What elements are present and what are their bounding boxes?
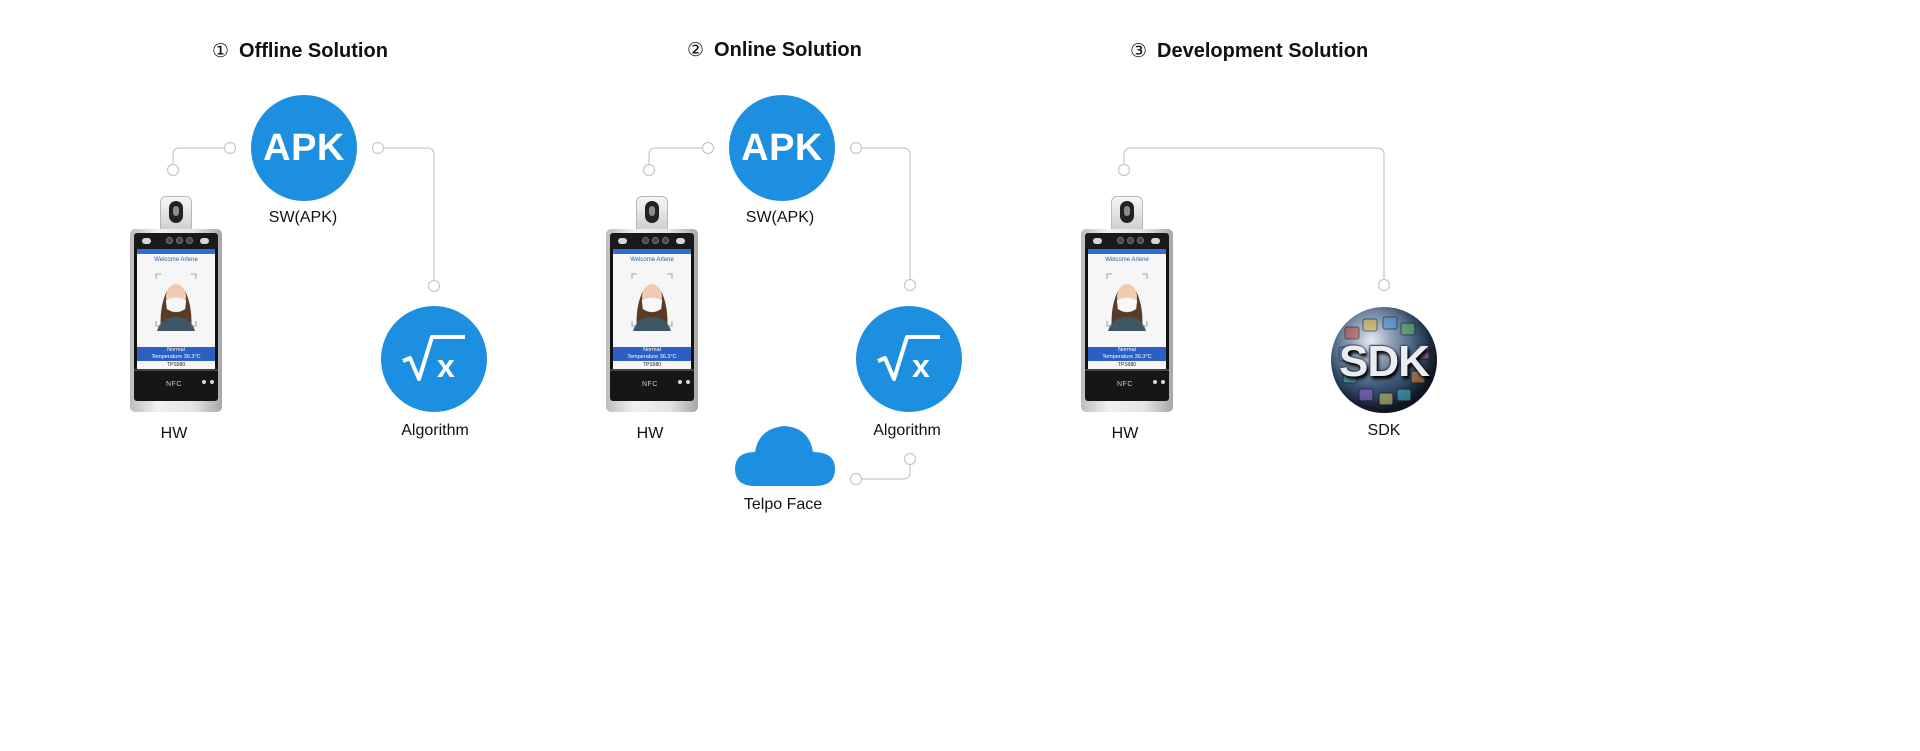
hw-label: HW <box>636 425 664 442</box>
hw-label: HW <box>160 425 188 442</box>
person-face-icon <box>155 273 197 331</box>
cloud-icon <box>735 426 835 486</box>
sdk-text: SDK <box>1339 337 1430 386</box>
section-title-text: Development Solution <box>1157 40 1369 62</box>
sqrt-x-icon: x <box>856 306 962 412</box>
apk-badge-icon: APK <box>729 95 835 201</box>
device-model-text: TPS980 <box>1117 362 1137 368</box>
algorithm-label: Algorithm <box>401 422 469 439</box>
person-face-icon <box>631 273 673 331</box>
sw-apk-label: SW(APK) <box>745 209 815 226</box>
device-welcome-text: Welcome Arlene <box>630 257 674 263</box>
person-face-icon <box>1106 273 1148 331</box>
connector-lines <box>166 141 1391 486</box>
device-nfc-text: NFC <box>642 381 658 388</box>
device-status-sub: Temperature 36.3°C <box>151 354 201 360</box>
device-welcome-text: Welcome Arlene <box>1105 257 1149 263</box>
sw-apk-label: SW(APK) <box>268 209 338 226</box>
sqrt-x-icon: x <box>381 306 487 412</box>
section-number: ① <box>212 40 230 62</box>
sdk-label: SDK <box>1367 422 1401 439</box>
algorithm-label: Algorithm <box>873 422 941 439</box>
apk-text: APK <box>263 126 345 169</box>
solutions-diagram: ① Offline Solution APK SW(APK) Welcome Ar… <box>130 39 1437 513</box>
device-status-main: Normal <box>1118 347 1136 353</box>
device-status-sub: Temperature 36.3°C <box>1102 354 1152 360</box>
device-model-text: TPS980 <box>166 362 186 368</box>
sdk-globe-icon: SDK <box>1331 307 1437 413</box>
apk-badge-icon: APK <box>251 95 357 201</box>
device-model-text: TPS980 <box>642 362 662 368</box>
section-number: ③ <box>1130 40 1148 62</box>
telpo-face-label: Telpo Face <box>743 496 823 513</box>
device-nfc-text: NFC <box>1117 381 1133 388</box>
device-status-sub: Temperature 36.3°C <box>627 354 677 360</box>
section-title-text: Online Solution <box>714 39 862 61</box>
svg-text:x: x <box>912 348 930 384</box>
section-title-online: ② Online Solution <box>687 39 862 62</box>
device-status-main: Normal <box>167 347 185 353</box>
section-title-text: Offline Solution <box>239 40 388 62</box>
section-title-development: ③ Development Solution <box>1130 40 1368 63</box>
device-nfc-text: NFC <box>166 381 182 388</box>
section-title-offline: ① Offline Solution <box>212 40 388 63</box>
section-number: ② <box>687 39 705 61</box>
device-welcome-text: Welcome Arlene <box>154 257 198 263</box>
device-status-main: Normal <box>643 347 661 353</box>
apk-text: APK <box>741 126 823 169</box>
hw-label: HW <box>1111 425 1139 442</box>
svg-text:x: x <box>437 348 455 384</box>
